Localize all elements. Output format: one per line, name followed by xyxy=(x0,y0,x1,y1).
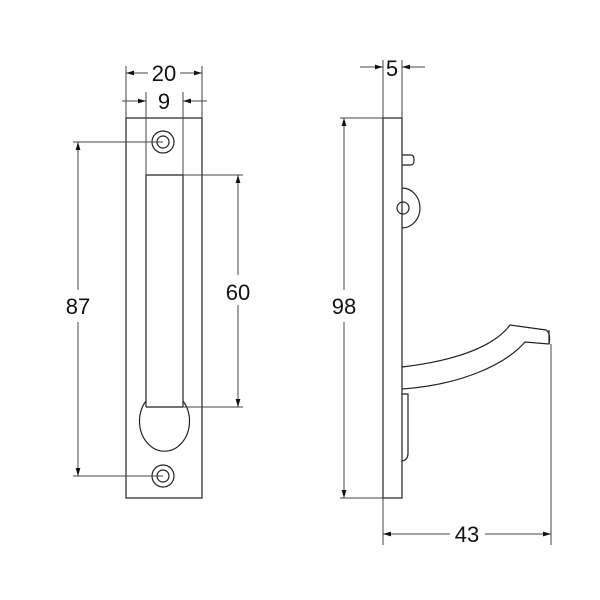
side-tab xyxy=(402,154,415,166)
side-plate-outline xyxy=(382,117,403,499)
dimension-5: 5 xyxy=(360,56,425,118)
lever-arm xyxy=(401,324,551,390)
dimension-label-60: 60 xyxy=(226,280,250,305)
dimension-label-20: 20 xyxy=(152,61,176,86)
pivot-boss xyxy=(401,187,421,229)
dimension-60: 60 xyxy=(183,174,250,408)
dimension-label-9: 9 xyxy=(158,89,170,114)
pivot-hole-icon xyxy=(396,201,410,215)
dimension-43: 43 xyxy=(382,344,552,547)
dimension-label-43: 43 xyxy=(455,522,479,547)
front-plate-outline xyxy=(125,117,203,499)
front-slot xyxy=(138,174,191,452)
lower-catch xyxy=(401,393,409,462)
dimension-label-5: 5 xyxy=(386,56,398,81)
dimension-9: 9 xyxy=(122,89,207,175)
dimension-87: 87 xyxy=(66,141,163,477)
dimension-98: 98 xyxy=(332,117,383,499)
dimension-label-87: 87 xyxy=(66,294,90,319)
side-view: 5 98 43 xyxy=(332,56,552,547)
dimension-label-98: 98 xyxy=(332,294,356,319)
front-view: 20 9 87 60 xyxy=(66,61,250,499)
dimension-20: 20 xyxy=(125,61,203,118)
